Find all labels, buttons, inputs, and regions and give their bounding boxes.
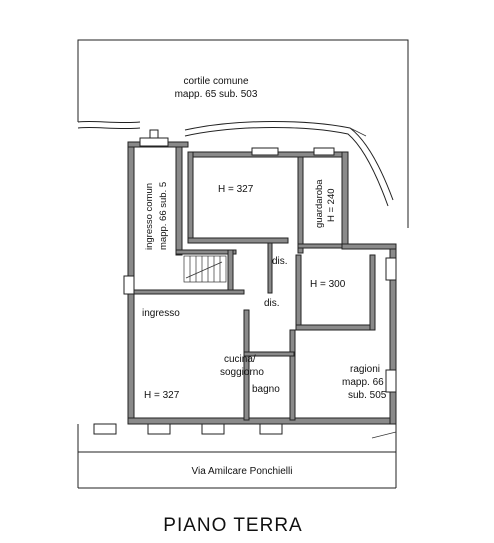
- common-entrance-name: ingresso comun: [144, 183, 155, 250]
- ragioni-ref-line1: mapp. 66: [342, 377, 384, 388]
- staircase: [183, 255, 227, 283]
- dis-upper-label: dis.: [272, 256, 288, 267]
- dis-lower-label: dis.: [264, 298, 280, 309]
- kitchen-label-line2: soggiorno: [220, 367, 264, 378]
- ragioni-name: ragioni: [350, 364, 380, 375]
- courtyard-name: cortile comune: [183, 76, 248, 87]
- courtyard-ref: mapp. 65 sub. 503: [175, 89, 258, 100]
- common-entrance-ref: mapp. 66 sub. 5: [158, 182, 169, 250]
- street-band: [77, 424, 397, 489]
- wardrobe-name: guardaroba: [314, 179, 325, 228]
- floor-title: PIANO TERRA: [163, 515, 302, 536]
- street-label: Via Amilcare Ponchielli: [192, 466, 293, 477]
- kitchen-height: H = 327: [144, 390, 180, 401]
- bathroom-label: bagno: [252, 384, 280, 395]
- kitchen-label-line1: cucina/: [224, 354, 256, 365]
- room-right-height: H = 300: [310, 279, 346, 290]
- wardrobe-height: H = 240: [326, 188, 337, 222]
- room-top-height: H = 327: [218, 184, 254, 195]
- courtyard-area: [77, 39, 409, 228]
- openings: [93, 129, 397, 435]
- entrance-label: ingresso: [142, 308, 180, 319]
- ragioni-ref-line2: sub. 505: [348, 390, 387, 401]
- interior-walls: [133, 146, 376, 421]
